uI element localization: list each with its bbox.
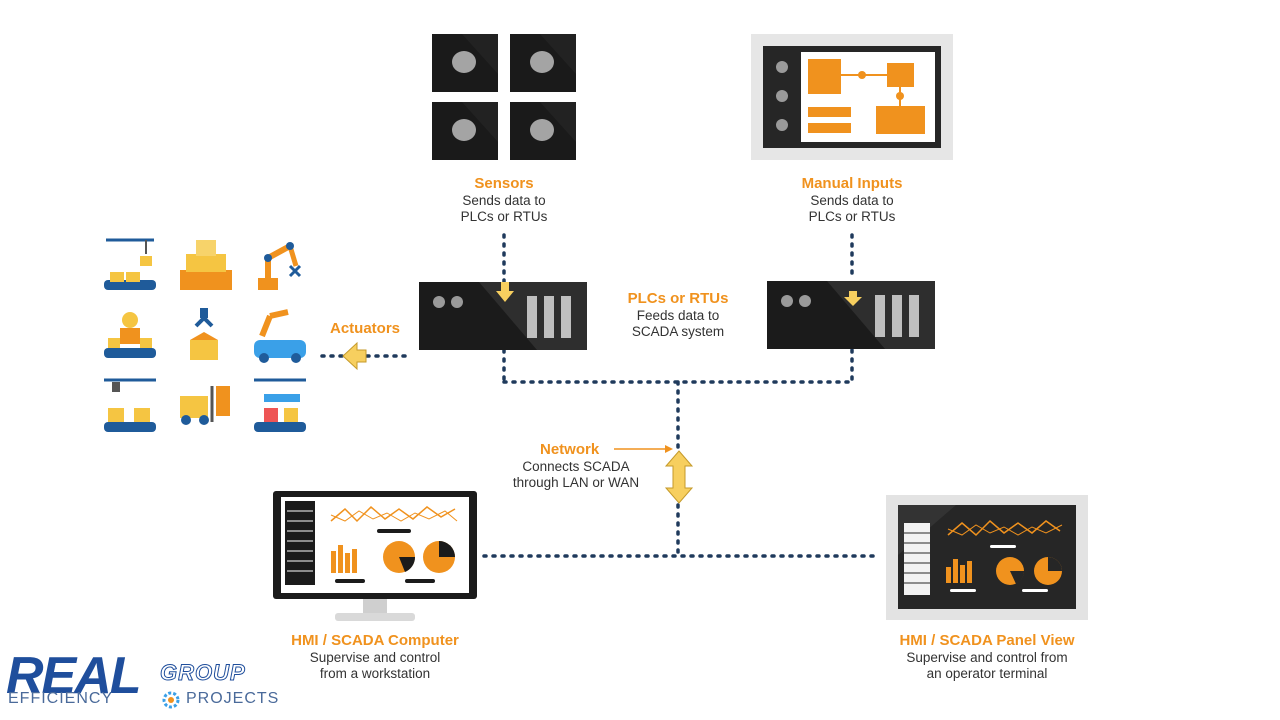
sensors-title: Sensors (474, 175, 534, 192)
manual-inputs-title: Manual Inputs (801, 175, 903, 192)
company-logo-projects: PROJECTS (186, 690, 280, 707)
sensor-icon (432, 102, 498, 160)
plcs-desc-line2: SCADA system (631, 324, 725, 339)
plcs-label-group: PLCs or RTUs Feeds data to SCADA system (598, 290, 758, 340)
plcs-desc-line1: Feeds data to (636, 308, 720, 323)
sensor-icon (510, 102, 576, 160)
sensor-icon (510, 34, 576, 92)
stacked-boxes-icon (180, 240, 232, 290)
network-desc-line1: Connects SCADA (522, 459, 630, 474)
conveyor-crane-icon (104, 238, 156, 290)
actuator-arrow (342, 341, 367, 371)
company-logo-efficiency: EFFICIENCY (8, 690, 114, 707)
hmi-computer-label-group: HMI / SCADA Computer Supervise and contr… (270, 632, 480, 682)
press-conveyor-icon (104, 378, 156, 432)
plcs-title: PLCs or RTUs (627, 290, 729, 307)
network-double-arrow (664, 450, 694, 504)
hmi-panel-desc-line2: an operator terminal (926, 666, 1048, 681)
manual-inputs-desc-line2: PLCs or RTUs (808, 209, 896, 224)
manual-inputs-desc-line1: Sends data to (810, 193, 894, 208)
actuator-icons-grid (104, 238, 306, 432)
hmi-panel-title: HMI / SCADA Panel View (899, 632, 1075, 649)
plc-input-arrow (844, 291, 862, 306)
plc-input-arrow (496, 282, 514, 302)
forklift-icon (180, 386, 230, 425)
car-robot-icon (254, 309, 306, 363)
hmi-panel-label-group: HMI / SCADA Panel View Supervise and con… (872, 632, 1102, 682)
hmi-computer-monitor-icon (273, 491, 477, 621)
network-desc-line2: through LAN or WAN (512, 475, 640, 490)
hmi-computer-title: HMI / SCADA Computer (291, 632, 459, 649)
network-pointer-head (665, 445, 673, 453)
network-title: Network (540, 441, 600, 458)
actuators-title: Actuators (329, 320, 400, 337)
sensors-label-group: Sensors Sends data to PLCs or RTUs (424, 175, 584, 225)
robot-conveyor-icon (254, 378, 306, 432)
gear-icon (162, 691, 180, 709)
gripper-box-icon (190, 308, 218, 360)
hmi-computer-desc-line1: Supervise and control (309, 650, 441, 665)
manual-inputs-label-group: Manual Inputs Sends data to PLCs or RTUs (762, 175, 942, 225)
plc-device-left (419, 282, 587, 350)
manual-input-panel-icon (751, 34, 953, 160)
company-logo-main: REAL (6, 647, 142, 705)
robot-arm-icon (258, 242, 302, 290)
sensors-desc-line1: Sends data to (462, 193, 546, 208)
sensors-desc-line2: PLCs or RTUs (460, 209, 548, 224)
hmi-panel-terminal-icon (886, 495, 1088, 620)
company-logo-group: GROUP (160, 660, 246, 686)
hmi-computer-desc-line2: from a workstation (319, 666, 431, 681)
worker-conveyor-icon (104, 312, 156, 358)
hmi-panel-desc-line1: Supervise and control from (906, 650, 1068, 665)
network-label-group: Network Connects SCADA through LAN or WA… (502, 441, 650, 491)
plc-device-right (767, 281, 935, 349)
sensor-icon (432, 34, 498, 92)
